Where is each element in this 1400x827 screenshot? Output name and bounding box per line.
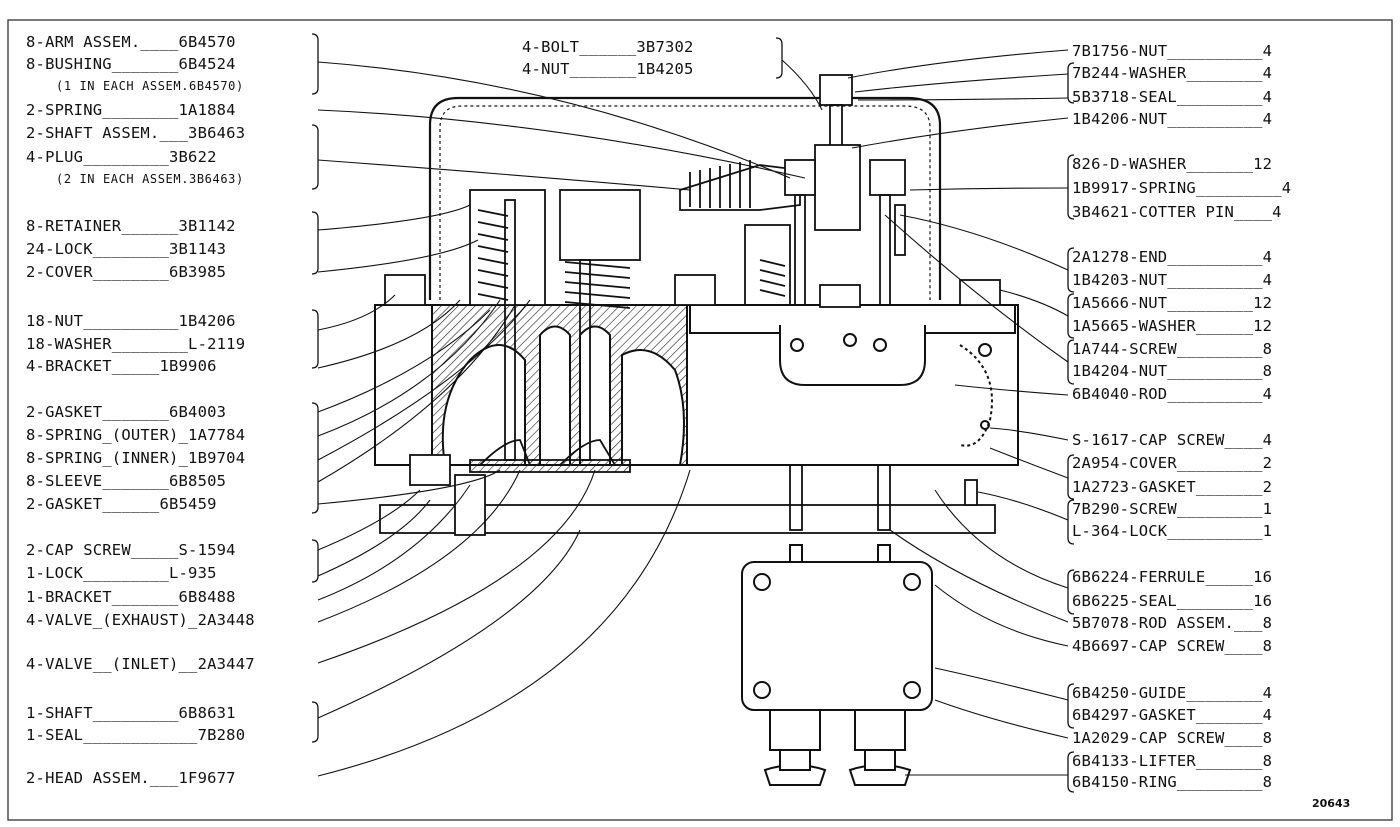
callout-r1: 7B1756-NUT__________4 — [1072, 42, 1273, 60]
valve-cover — [428, 96, 942, 300]
callout-r8: 2A1278-END__________4 — [1072, 248, 1273, 266]
callout-r2: 7B244-WASHER________4 — [1072, 64, 1273, 82]
callout-l1: 8-ARM ASSEM.____6B4570 — [26, 33, 236, 51]
callout-r5: 826-D-WASHER_______12 — [1072, 155, 1273, 173]
callout-r27: 6B4133-LIFTER_______8 — [1072, 752, 1273, 770]
callout-r11: 1A5665-WASHER______12 — [1072, 317, 1273, 335]
callout-r21: 6B6225-SEAL________16 — [1072, 592, 1273, 610]
callout-l14: 2-GASKET_______6B4003 — [26, 403, 227, 421]
callout-l11: 18-NUT__________1B4206 — [26, 312, 236, 330]
callout-r9: 1B4203-NUT__________4 — [1072, 271, 1273, 289]
callout-r25: 6B4297-GASKET_______4 — [1072, 706, 1273, 724]
callout-r18: 7B290-SCREW_________1 — [1072, 500, 1273, 518]
callout-l2: 8-BUSHING_______6B4524 — [26, 55, 236, 73]
callout-r24: 6B4250-GUIDE________4 — [1072, 684, 1273, 702]
callout-r12: 1A744-SCREW_________8 — [1072, 340, 1273, 358]
callout-r26: 1A2029-CAP SCREW____8 — [1072, 729, 1273, 747]
callout-r22: 5B7078-ROD ASSEM.___8 — [1072, 614, 1273, 632]
rocker-assembly — [679, 74, 906, 306]
callout-l8: 8-RETAINER______3B1142 — [26, 217, 236, 235]
callout-l26: 2-HEAD ASSEM.___1F9677 — [26, 769, 236, 787]
callout-l6: 4-PLUG_________3B622 — [26, 148, 217, 166]
callout-r3: 5B3718-SEAL_________4 — [1072, 88, 1273, 106]
callout-r19: L-364-LOCK__________1 — [1072, 522, 1273, 540]
callout-l9: 24-LOCK________3B1143 — [26, 240, 227, 258]
callout-r16: 2A954-COVER_________2 — [1072, 454, 1273, 472]
callout-l15: 8-SPRING_(OUTER)_1A7784 — [26, 426, 246, 444]
callout-l16: 8-SPRING_(INNER)_1B9704 — [26, 449, 246, 467]
callout-l7: (2 IN EACH ASSEM.3B6463) — [56, 172, 244, 186]
callout-t2: 4-NUT_______1B4205 — [522, 60, 694, 78]
callout-r15: S-1617-CAP SCREW____4 — [1072, 431, 1273, 449]
callout-r6: 1B9917-SPRING_________4 — [1072, 179, 1292, 197]
lifter-guide — [741, 544, 933, 786]
lower-shaft — [379, 464, 996, 536]
callout-l5: 2-SHAFT ASSEM.___3B6463 — [26, 124, 246, 142]
callout-l18: 2-GASKET______6B5459 — [26, 495, 217, 513]
callout-l3: (1 IN EACH ASSEM.6B4570) — [56, 79, 244, 93]
callout-l17: 8-SLEEVE_______6B8505 — [26, 472, 227, 490]
outer-frame — [7, 19, 1393, 821]
head-block — [374, 304, 1019, 466]
callout-l12: 18-WASHER________L-2119 — [26, 335, 246, 353]
callout-r28: 6B4150-RING_________8 — [1072, 773, 1273, 791]
callout-l21: 1-BRACKET_______6B8488 — [26, 588, 236, 606]
callout-r10: 1A5666-NUT_________12 — [1072, 294, 1273, 312]
leader-lines — [317, 49, 1069, 777]
callout-brackets — [311, 33, 1075, 793]
callout-r13: 1B4204-NUT__________8 — [1072, 362, 1273, 380]
figure-number: 20643 — [1312, 797, 1351, 810]
callout-l13: 4-BRACKET_____1B9906 — [26, 357, 217, 375]
callout-l23: 4-VALVE__(INLET)__2A3447 — [26, 655, 255, 673]
callout-l10: 2-COVER________6B3985 — [26, 263, 227, 281]
callout-r14: 6B4040-ROD__________4 — [1072, 385, 1273, 403]
callout-l20: 1-LOCK_________L-935 — [26, 564, 217, 582]
callout-l4: 2-SPRING________1A1884 — [26, 101, 236, 119]
callout-l25: 1-SEAL____________7B280 — [26, 726, 246, 744]
callout-r20: 6B6224-FERRULE_____16 — [1072, 568, 1273, 586]
callout-l19: 2-CAP SCREW_____S-1594 — [26, 541, 236, 559]
callout-l24: 1-SHAFT_________6B8631 — [26, 704, 236, 722]
callout-l22: 4-VALVE_(EXHAUST)_2A3448 — [26, 611, 255, 629]
callout-r17: 1A2723-GASKET_______2 — [1072, 478, 1273, 496]
callout-r4: 1B4206-NUT__________4 — [1072, 110, 1273, 128]
callout-t1: 4-BOLT______3B7302 — [522, 38, 694, 56]
callout-r23: 4B6697-CAP SCREW____8 — [1072, 637, 1273, 655]
callout-r7: 3B4621-COTTER PIN____4 — [1072, 203, 1282, 221]
